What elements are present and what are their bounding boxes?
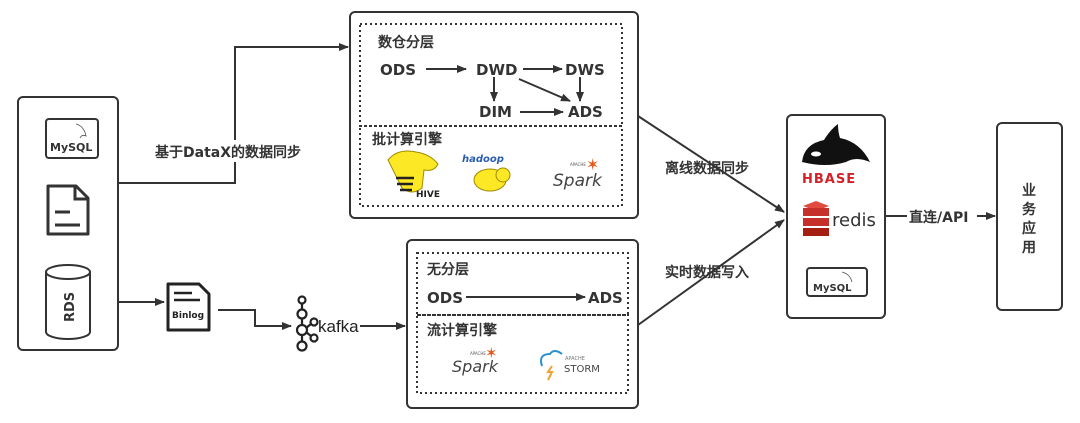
svg-text:kafka: kafka xyxy=(318,317,359,336)
node-dim: DIM xyxy=(479,103,512,121)
source-systems-box[interactable]: MySQL RDS xyxy=(17,96,119,351)
mysql-logo: MySQL xyxy=(806,267,868,297)
rds-database-icon: RDS xyxy=(45,264,91,340)
svg-text:✶: ✶ xyxy=(586,155,599,174)
realtime-box[interactable]: 无分层 ODS ADS 流计算引擎 APACHE Spark ✶ APACHE … xyxy=(406,239,639,409)
offline-warehouse-box[interactable]: 数仓分层 ODS DWD DWS DIM ADS 批计算引擎 HIVE hado… xyxy=(349,11,639,219)
svg-text:Spark: Spark xyxy=(553,171,603,191)
node-ads: ADS xyxy=(588,289,623,307)
app-label-char: 业 xyxy=(1022,183,1036,199)
binlog-icon: Binlog xyxy=(166,282,211,332)
svg-text:APACHE: APACHE xyxy=(565,356,585,362)
svg-text:HIVE: HIVE xyxy=(416,190,440,200)
file-icon xyxy=(46,184,90,236)
svg-text:MySQL: MySQL xyxy=(50,141,92,154)
engine-title: 批计算引擎 xyxy=(372,131,442,148)
svg-text:STORM: STORM xyxy=(564,364,600,375)
svg-text:✶: ✶ xyxy=(485,344,498,362)
hadoop-logo: hadoop xyxy=(462,154,511,192)
storage-box[interactable]: HBASE redis MySQL xyxy=(786,114,886,319)
hbase-logo: HBASE xyxy=(802,124,870,187)
app-label-char: 应 xyxy=(1022,220,1036,237)
connectors xyxy=(118,43,996,330)
svg-text:Binlog: Binlog xyxy=(172,311,204,321)
svg-text:Spark: Spark xyxy=(452,357,499,376)
svg-text:APACHE: APACHE xyxy=(570,162,586,167)
app-label-char: 务 xyxy=(1022,201,1037,218)
svg-text:redis: redis xyxy=(832,210,876,231)
app-label-char: 用 xyxy=(1022,240,1036,256)
engine-title: 流计算引擎 xyxy=(427,322,497,339)
node-dws: DWS xyxy=(565,61,605,79)
spark-logo: APACHE Spark ✶ xyxy=(452,344,499,376)
mysql-logo: MySQL xyxy=(45,118,99,159)
node-ods: ODS xyxy=(380,61,416,79)
kafka-logo: kafka xyxy=(295,295,359,352)
svg-text:HBASE: HBASE xyxy=(802,172,856,187)
node-ads: ADS xyxy=(568,103,603,121)
layer-title: 数仓分层 xyxy=(378,34,434,51)
redis-logo: redis xyxy=(803,201,876,236)
svg-text:RDS: RDS xyxy=(63,292,78,322)
svg-text:hadoop: hadoop xyxy=(462,154,504,165)
realtime-to-storage-arrow xyxy=(637,219,785,326)
hive-logo: HIVE xyxy=(387,150,440,200)
business-app-box[interactable]: 业 务 应 用 xyxy=(996,122,1063,311)
layer-title: 无分层 xyxy=(426,262,469,278)
binlog-to-kafka-arrow xyxy=(218,309,292,330)
datax-sync-arrow xyxy=(118,43,349,184)
svg-text:APACHE: APACHE xyxy=(470,351,486,356)
offline-sync-label: 离线数据同步 xyxy=(665,160,749,177)
realtime-write-label: 实时数据写入 xyxy=(665,264,749,281)
storm-logo: APACHE STORM xyxy=(540,350,600,381)
datax-sync-label: 基于DataX的数据同步 xyxy=(155,144,301,161)
node-ods: ODS xyxy=(427,289,463,307)
node-dwd: DWD xyxy=(476,61,517,79)
svg-text:MySQL: MySQL xyxy=(813,283,852,294)
api-label: 直连/API xyxy=(909,209,968,226)
spark-logo: APACHE Spark ✶ xyxy=(553,155,603,191)
offline-to-storage-arrow xyxy=(637,115,785,213)
